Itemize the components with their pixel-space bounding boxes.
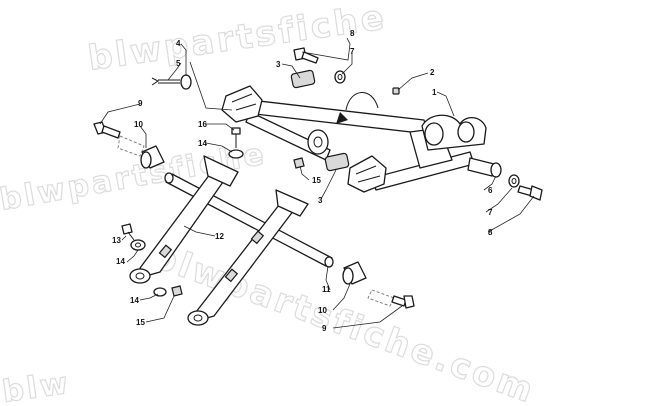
- callout-16: 16: [198, 120, 207, 129]
- callout-2: 2: [430, 68, 435, 77]
- callout-7-lower: 7: [488, 208, 493, 217]
- front-arm-boss-hole: [313, 136, 323, 148]
- bushing-3-lower: [324, 152, 350, 172]
- nut-15-lower: [171, 285, 183, 297]
- callouts: 8 7 2 1 3 4 5 9 10 16 14 15 3 6 7 8 12 1…: [112, 29, 493, 333]
- leader-lines: [99, 37, 535, 329]
- callout-9-lower: 9: [322, 324, 327, 333]
- bushing-10-lower: [342, 261, 367, 285]
- a-arm-strap: [345, 92, 379, 111]
- callout-5: 5: [176, 59, 181, 68]
- callout-1: 1: [432, 88, 437, 97]
- callout-4: 4: [176, 39, 181, 48]
- callout-10-lower: 10: [318, 306, 327, 315]
- a-arm-assembly: [221, 85, 495, 193]
- bolt-13: [121, 223, 135, 241]
- callout-14-middle: 14: [116, 257, 125, 266]
- spacer-6: [490, 162, 502, 178]
- callout-15-lower: 15: [136, 318, 145, 327]
- watermark-top: blwpartsfiche: [86, 0, 389, 79]
- callout-13: 13: [112, 236, 121, 245]
- washer-7-lower: [508, 174, 520, 188]
- washer-14-lower: [153, 287, 167, 297]
- callout-3-upper: 3: [276, 60, 281, 69]
- callout-12: 12: [215, 232, 224, 241]
- left-bracket-detail: [231, 93, 257, 111]
- bushing-10-upper: [140, 145, 165, 169]
- callout-14-upper: 14: [198, 139, 207, 148]
- callout-3-lower: 3: [318, 196, 323, 205]
- callout-7-upper: 7: [350, 47, 355, 56]
- grease-fitting-2: [392, 87, 400, 95]
- watermark: blwpartsfiche blwpartsfiche.com blwparts…: [0, 0, 541, 406]
- washer-14-middle: [130, 239, 146, 251]
- washer-4: [180, 74, 192, 90]
- right-bracket: [347, 155, 387, 193]
- bolt-9-upper: [93, 121, 145, 157]
- callout-6: 6: [488, 186, 493, 195]
- bolt-9-lower: [367, 289, 415, 309]
- right-bracket-detail: [355, 165, 381, 183]
- pivot-bushing-left: [424, 122, 444, 146]
- crosshatch-pads: [158, 230, 265, 283]
- callout-8-upper: 8: [350, 29, 355, 38]
- cotter-pin-5: [151, 77, 180, 86]
- callout-9-upper: 9: [138, 99, 143, 108]
- pointer-arrow: [336, 112, 348, 124]
- washer-14-upper: [228, 149, 244, 159]
- trailing-arm-right: [187, 189, 309, 326]
- spindle-shaft: [467, 157, 495, 177]
- left-bracket: [221, 85, 263, 123]
- callout-14-lower: 14: [130, 296, 139, 305]
- pivot-bushing-right: [457, 121, 475, 143]
- callout-10-upper: 10: [134, 120, 143, 129]
- callout-15-upper: 15: [312, 176, 321, 185]
- bolt-8-lower: [517, 185, 543, 201]
- watermark-bottom: blw: [0, 366, 73, 406]
- callout-11: 11: [322, 285, 331, 294]
- bushing-3-upper: [290, 69, 316, 89]
- bolt-8-upper: [293, 47, 319, 64]
- callout-8-lower: 8: [488, 228, 493, 237]
- nut-15-upper: [293, 157, 305, 169]
- front-arm-boss: [307, 129, 329, 155]
